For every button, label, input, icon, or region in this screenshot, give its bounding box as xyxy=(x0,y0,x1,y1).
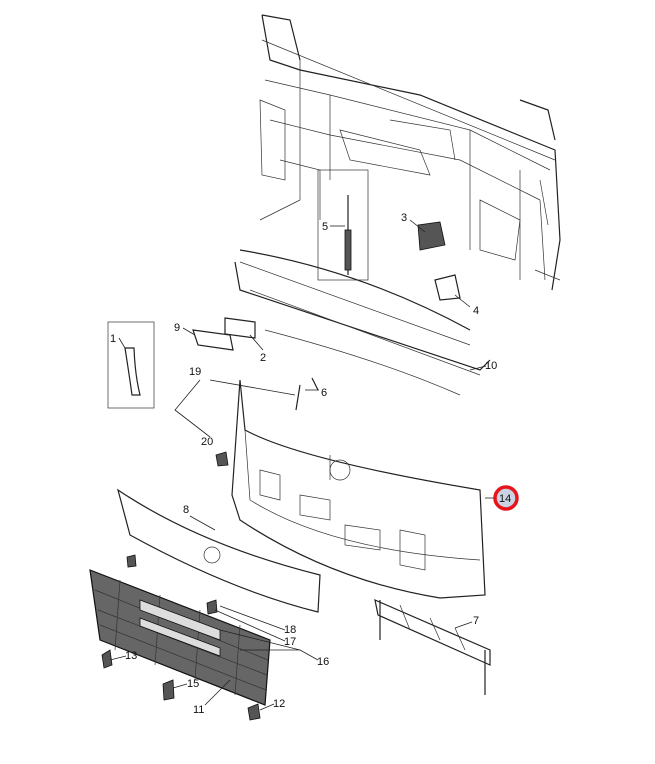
callout-16[interactable]: 16 xyxy=(317,656,329,668)
callout-6[interactable]: 6 xyxy=(321,387,327,399)
callout-17[interactable]: 17 xyxy=(284,636,296,648)
clip-12 xyxy=(247,703,261,721)
upper-rail xyxy=(234,249,491,371)
callout-15[interactable]: 15 xyxy=(187,678,199,690)
callout-3[interactable]: 3 xyxy=(401,212,407,224)
callout-labels: 1 2 3 4 5 6 7 8 9 10 11 12 13 14 15 16 1… xyxy=(110,212,511,716)
callout-8[interactable]: 8 xyxy=(183,504,189,516)
leader-lines xyxy=(109,219,500,711)
callout-10[interactable]: 10 xyxy=(485,360,497,372)
strap-frame xyxy=(107,321,155,409)
callout-14[interactable]: 14 xyxy=(499,493,511,505)
front-bumper xyxy=(231,379,486,599)
clip-18 xyxy=(206,599,218,615)
strut-frame xyxy=(317,169,369,281)
callout-2[interactable]: 2 xyxy=(260,352,266,364)
callout-11[interactable]: 11 xyxy=(193,704,204,716)
callout-19[interactable]: 19 xyxy=(189,366,201,378)
clip-15 xyxy=(162,679,175,701)
callout-1[interactable]: 1 xyxy=(110,333,116,345)
callout-20[interactable]: 20 xyxy=(201,436,213,448)
hood-latch xyxy=(417,221,446,251)
callout-5[interactable]: 5 xyxy=(322,221,328,233)
callout-4[interactable]: 4 xyxy=(473,305,479,317)
callout-18[interactable]: 18 xyxy=(284,624,296,636)
latch-bracket xyxy=(434,274,461,301)
highlight-ring xyxy=(493,485,519,511)
clip-13 xyxy=(101,649,113,669)
cab-frame-structure xyxy=(259,14,561,291)
lower-bracket xyxy=(374,598,491,695)
grab-handle xyxy=(192,329,234,351)
callout-12[interactable]: 12 xyxy=(273,698,285,710)
callout-7[interactable]: 7 xyxy=(473,615,479,627)
callout-9[interactable]: 9 xyxy=(174,322,180,334)
callout-13[interactable]: 13 xyxy=(125,650,137,662)
clip xyxy=(215,451,229,467)
